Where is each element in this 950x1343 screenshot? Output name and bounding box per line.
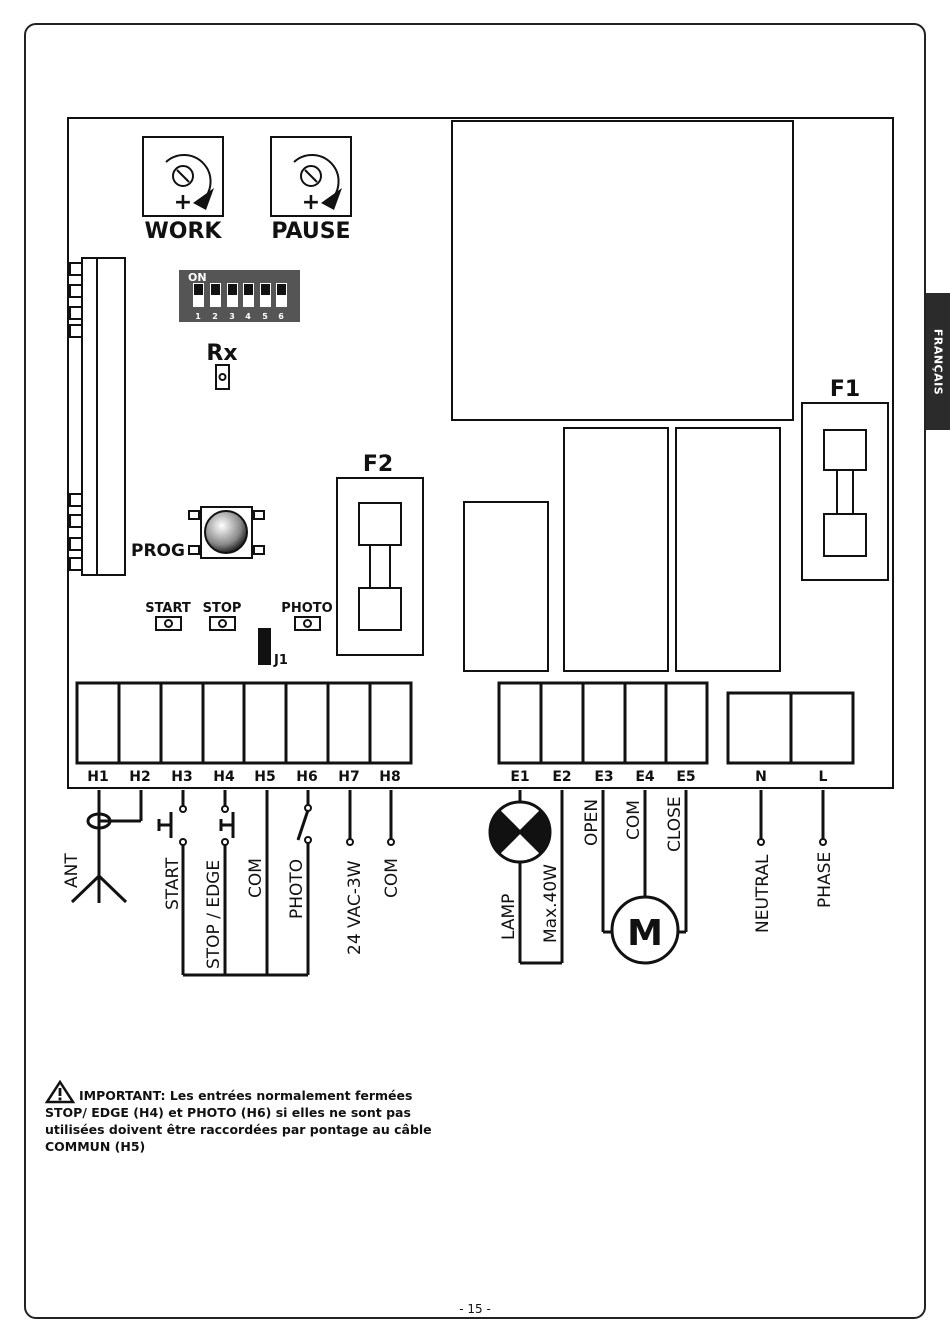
terminal-label-l: L [819, 769, 828, 785]
lamp-label: LAMP [499, 894, 519, 940]
terminal-label: E2 [552, 769, 571, 785]
dip-number: 5 [262, 312, 268, 321]
phase-label: PHASE [815, 852, 835, 908]
page-number: - 15 - [459, 1302, 491, 1316]
dip-number: 4 [245, 312, 251, 321]
start-led-label: START [145, 601, 191, 616]
antenna-coil [86, 812, 112, 830]
side-connector [81, 257, 126, 576]
transformer-block [451, 120, 794, 421]
notice-title: IMPORTANT: [79, 1088, 166, 1103]
dip-number: 3 [229, 312, 235, 321]
dip-switch: ON 1 2 3 4 5 6 [179, 270, 300, 322]
motor-com-label: COM [624, 800, 644, 840]
language-tab: FRANÇAIS [926, 293, 950, 430]
lamp-max-label: Max.40W [541, 864, 561, 943]
important-notice: IMPORTANT: Les entrées normalement fermé… [44, 1079, 455, 1155]
dip-on-label: ON [188, 271, 207, 284]
dip-number: 1 [195, 312, 201, 321]
stop-led-label: STOP [203, 601, 242, 616]
pause-plus: + [302, 190, 320, 215]
fuse-f1-cap-top [823, 429, 867, 471]
control-board [67, 117, 894, 789]
terminal-label: H7 [338, 769, 359, 785]
photo-led-label: PHOTO [281, 601, 332, 616]
pause-trimmer [270, 136, 352, 217]
relay-2 [563, 427, 669, 672]
open-label: OPEN [582, 799, 602, 846]
pause-label: PAUSE [271, 219, 350, 244]
fuse-f1-cap-bottom [823, 513, 867, 557]
prog-label: PROG [131, 541, 185, 561]
prog-button-knob [204, 510, 248, 554]
notice-text: Les entrées normalement fermées STOP/ ED… [45, 1088, 432, 1154]
terminal-block-e [497, 681, 709, 765]
terminal-label: H4 [213, 769, 235, 785]
terminal-labels-h: H1 H2 H3 H4 H5 H6 H7 H8 [87, 769, 400, 785]
vac-wire-label: 24 VAC-3W [345, 860, 365, 955]
terminal-label-n: N [755, 769, 767, 785]
work-trimmer [142, 136, 224, 217]
warning-icon [44, 1079, 76, 1104]
terminal-label: E3 [594, 769, 613, 785]
rx-label: Rx [206, 341, 237, 366]
start-led [155, 616, 182, 631]
dip-number: 6 [278, 312, 284, 321]
terminal-label: E1 [510, 769, 529, 785]
relay-1 [463, 501, 549, 672]
com-wire-label: COM [246, 858, 266, 898]
close-label: CLOSE [665, 796, 685, 852]
f1-label: F1 [830, 377, 860, 402]
lamp-symbol [488, 800, 552, 864]
rx-led [215, 364, 230, 390]
neutral-label: NEUTRAL [753, 854, 773, 933]
fuse-f2-holder [336, 477, 424, 656]
terminal-label: E5 [676, 769, 695, 785]
f2-label: F2 [363, 452, 393, 477]
motor-symbol [610, 895, 680, 965]
fuse-f2-cap-bottom [358, 587, 402, 631]
terminal-label: H5 [254, 769, 275, 785]
j1-jumper [258, 628, 271, 665]
terminal-label: H6 [296, 769, 317, 785]
page-frame [24, 23, 926, 1319]
photo-wire-label: PHOTO [287, 859, 307, 919]
dip-number: 2 [212, 312, 218, 321]
start-wire-label: START [163, 857, 183, 910]
work-label: WORK [145, 219, 223, 244]
motor-label: M [627, 913, 663, 954]
j1-label: J1 [273, 653, 288, 668]
terminal-label: E4 [635, 769, 655, 785]
terminal-labels-e: E1 E2 E3 E4 E5 [510, 769, 695, 785]
terminal-label: H1 [87, 769, 108, 785]
prog-button-body [200, 506, 253, 559]
relay-3 [675, 427, 781, 672]
terminal-label: H8 [379, 769, 400, 785]
work-plus: + [174, 190, 192, 215]
terminal-label: H3 [171, 769, 192, 785]
fuse-f2-cap-top [358, 502, 402, 546]
stop-led [209, 616, 236, 631]
terminal-label: H2 [129, 769, 150, 785]
ant-label: ANT [62, 853, 82, 888]
photo-led [294, 616, 321, 631]
stop-edge-wire-label: STOP / EDGE [204, 860, 224, 969]
com2-wire-label: COM [382, 858, 402, 898]
fuse-f1-holder [801, 402, 889, 581]
